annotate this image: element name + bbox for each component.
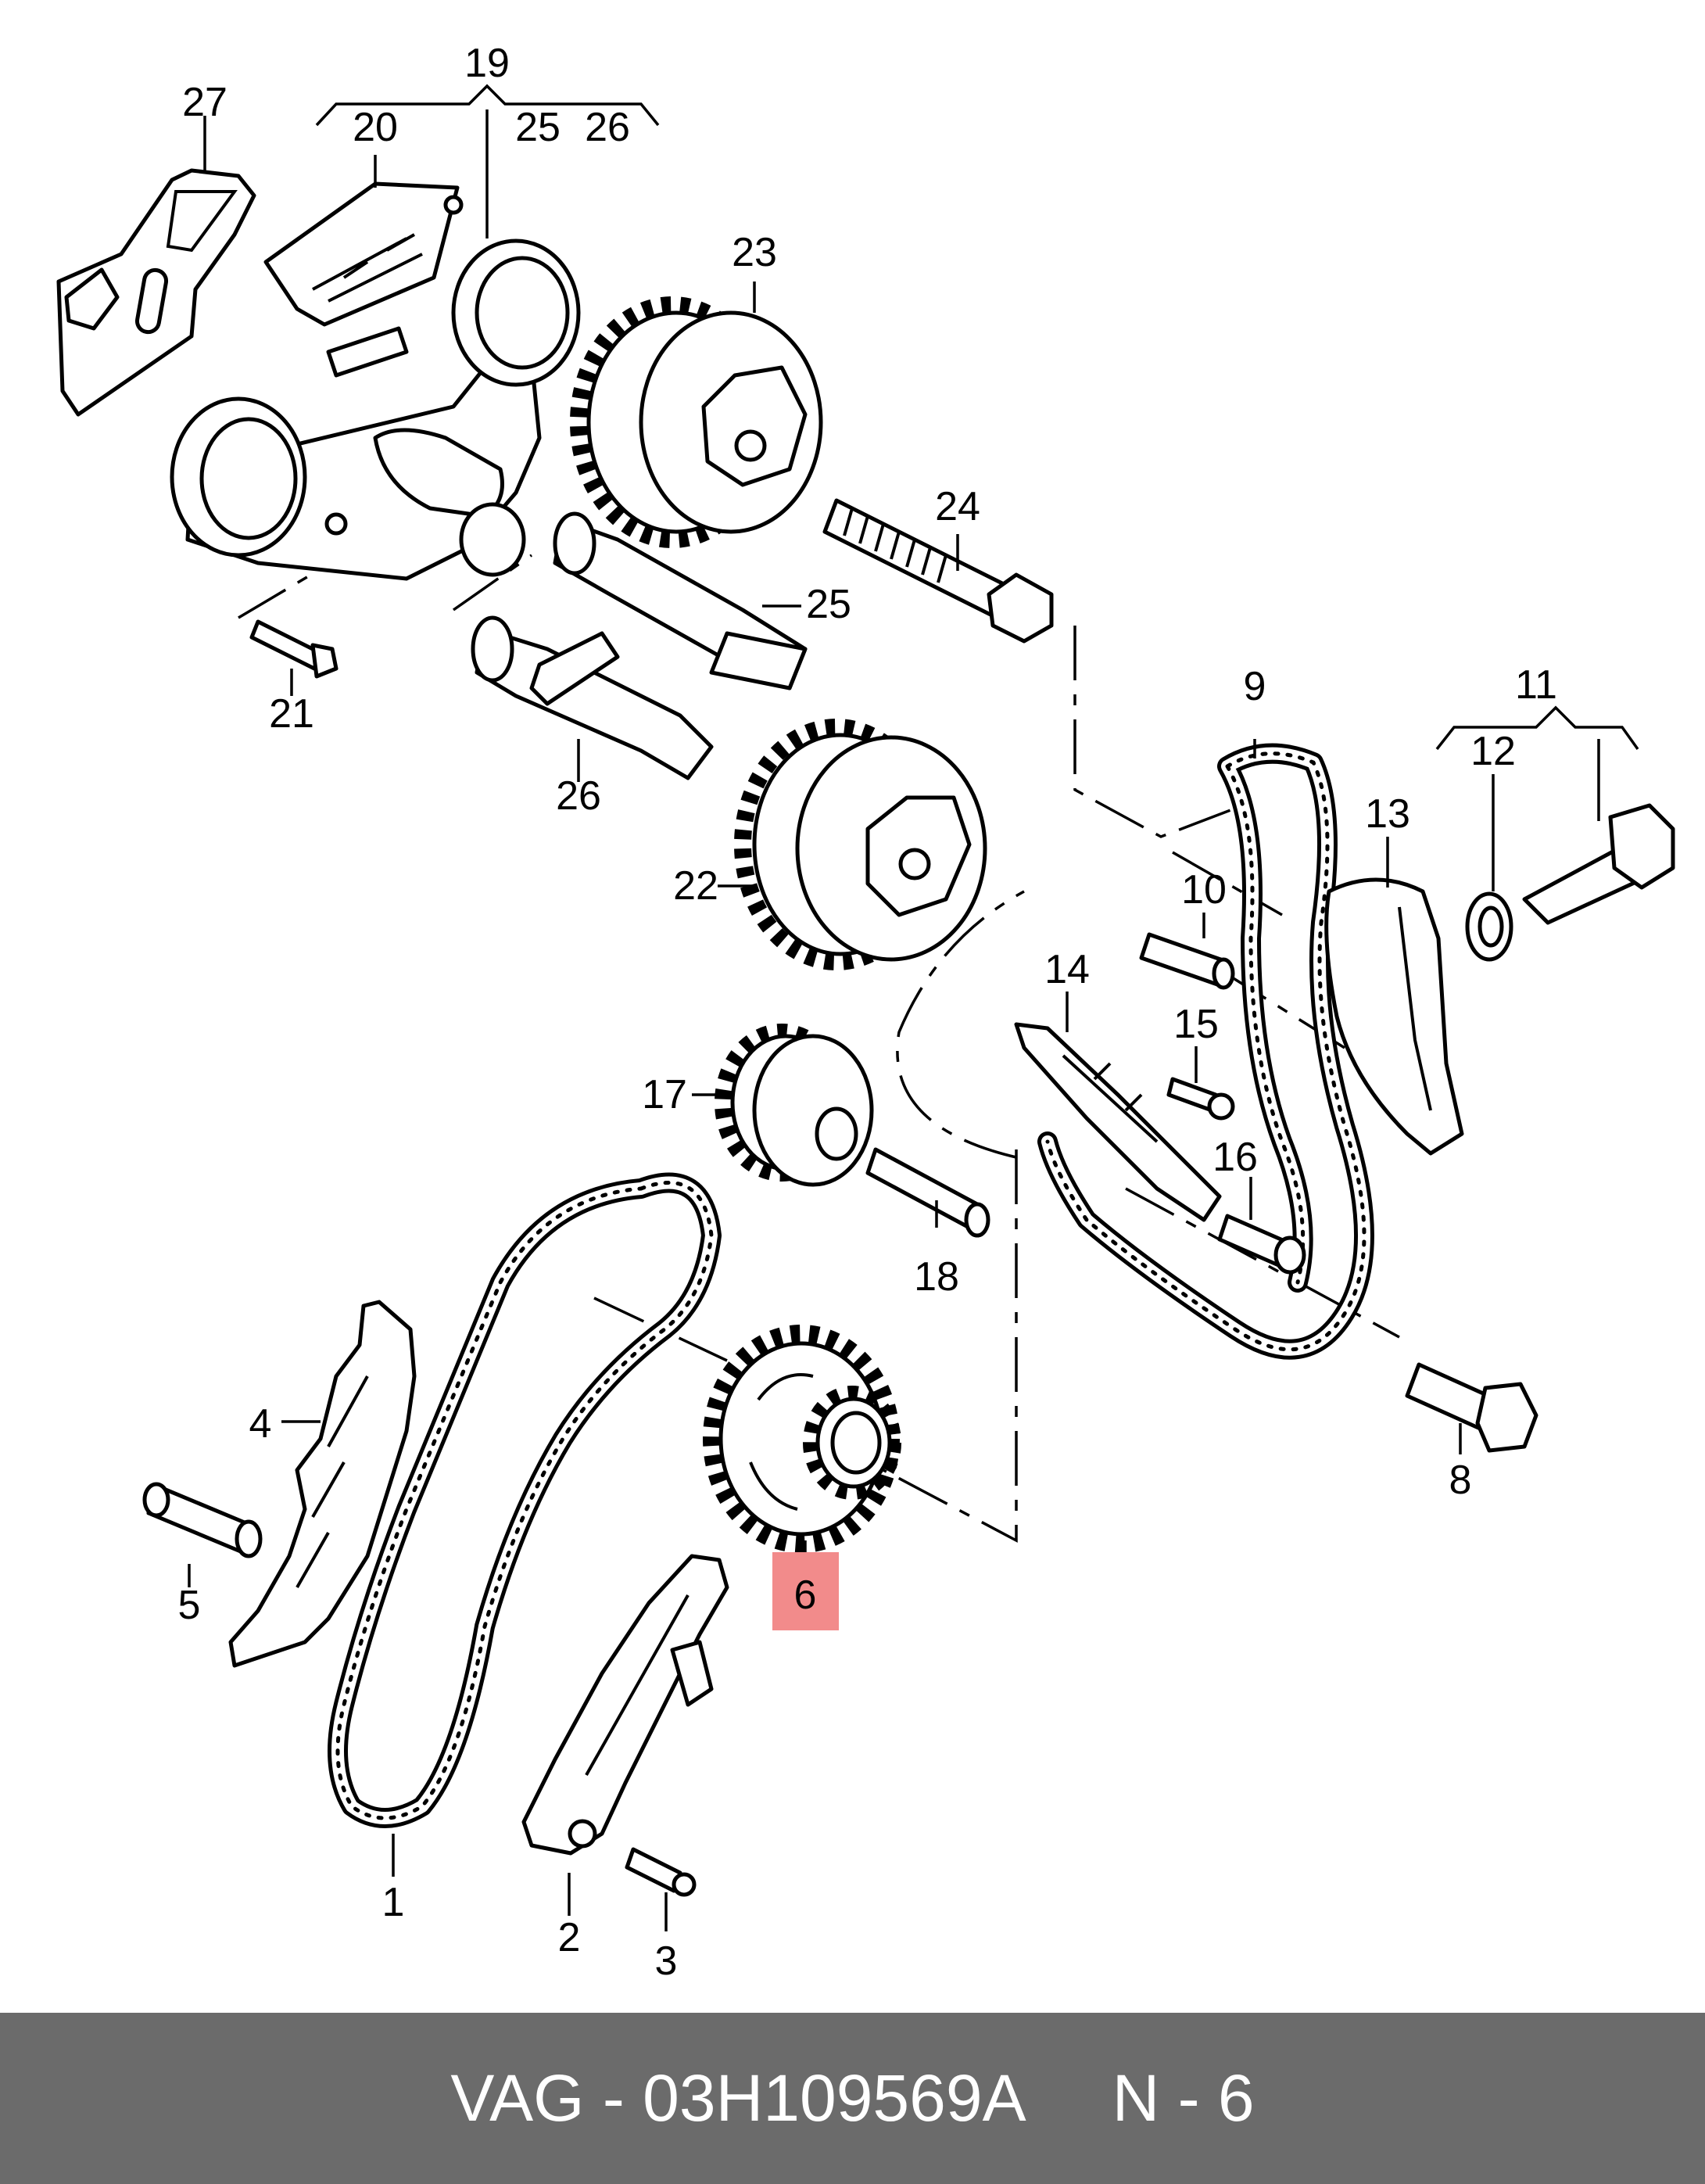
centerline (883, 1149, 1018, 1543)
callout-6[interactable]: 6 (794, 1573, 817, 1618)
callout-9[interactable]: 9 (1244, 664, 1266, 709)
part-14-guide-rail (1014, 1022, 1222, 1222)
callout-8[interactable]: 8 (1449, 1458, 1472, 1503)
part-4-tensioner (228, 1300, 417, 1668)
centerline (1073, 626, 1244, 838)
callout-22[interactable]: 22 (673, 863, 718, 909)
part-15-bolt (1166, 1077, 1235, 1121)
part-2-guide-rail (521, 1554, 729, 1856)
callout-13[interactable]: 13 (1365, 791, 1410, 837)
callout-16[interactable]: 16 (1212, 1135, 1258, 1180)
footer-bar: VAG - 03H109569A N - 6 (0, 2013, 1705, 2184)
part-24-bolt (822, 498, 1054, 644)
highlight-box (772, 1552, 839, 1630)
callout-15[interactable]: 15 (1173, 1002, 1219, 1047)
part-21-bolt (249, 619, 338, 679)
part-18-shaft (865, 1147, 990, 1238)
callout-26-group[interactable]: 26 (585, 105, 630, 150)
part-9-timing-chain (1037, 743, 1374, 1360)
part-27-cover-gasket (56, 168, 256, 417)
leader-lines (188, 109, 1600, 1931)
callout-12[interactable]: 12 (1470, 729, 1516, 774)
part-26-control-valve (471, 615, 714, 780)
exploded-parts-diagram: 27 19 20 25 26 23 24 25 21 26 22 9 11 12… (56, 41, 1675, 1984)
part-8-bolt (1405, 1362, 1538, 1453)
callout-23[interactable]: 23 (732, 230, 777, 275)
callout-4[interactable]: 4 (249, 1401, 272, 1447)
part-12-sealing-ring (1465, 891, 1513, 962)
callout-25-group[interactable]: 25 (515, 105, 561, 150)
group-bracket-11 (1435, 705, 1639, 751)
part-17-sprocket (715, 1024, 874, 1187)
part-5-pin (142, 1482, 263, 1558)
callout-3[interactable]: 3 (655, 1938, 678, 1984)
part-6-crankshaft-sprocket (703, 1325, 901, 1553)
callout-26[interactable]: 26 (556, 773, 601, 819)
callout-19[interactable]: 19 (464, 41, 510, 86)
callout-20[interactable]: 20 (353, 105, 398, 150)
centerline (1172, 851, 1283, 916)
group-bracket-19 (315, 84, 660, 127)
part-25-control-valve (553, 511, 808, 690)
callout-11[interactable]: 11 (1515, 662, 1557, 708)
part-10-pin (1139, 932, 1235, 990)
callout-25[interactable]: 25 (806, 582, 851, 627)
centerline (896, 890, 1025, 1159)
part-3-bolt (625, 1847, 697, 1897)
part-20-bracket (263, 181, 464, 327)
part-23-camshaft-adjuster (570, 296, 823, 548)
callout-2[interactable]: 2 (558, 1915, 581, 1960)
part-11-tensioner-bolt (1522, 803, 1675, 925)
callout-14[interactable]: 14 (1044, 947, 1090, 992)
part-19-housing (170, 238, 581, 581)
callout-17[interactable]: 17 (642, 1072, 687, 1117)
callout-5[interactable]: 5 (178, 1583, 201, 1628)
callout-27[interactable]: 27 (182, 80, 227, 125)
centerline (452, 554, 533, 611)
part-22-camshaft-adjuster (734, 719, 987, 970)
part-1-timing-chain (328, 1172, 722, 1828)
part-number-label: VAG - 03H109569A (450, 2061, 1026, 2135)
footer-caption: VAG - 03H109569A N - 6 (0, 2013, 1705, 2184)
callout-10[interactable]: 10 (1181, 867, 1227, 913)
callout-21[interactable]: 21 (269, 691, 314, 737)
callout-1[interactable]: 1 (382, 1880, 405, 1925)
position-label: N - 6 (1112, 2061, 1255, 2135)
callout-18[interactable]: 18 (914, 1254, 959, 1300)
callout-24[interactable]: 24 (935, 484, 980, 529)
part-16-bolt (1217, 1214, 1306, 1275)
